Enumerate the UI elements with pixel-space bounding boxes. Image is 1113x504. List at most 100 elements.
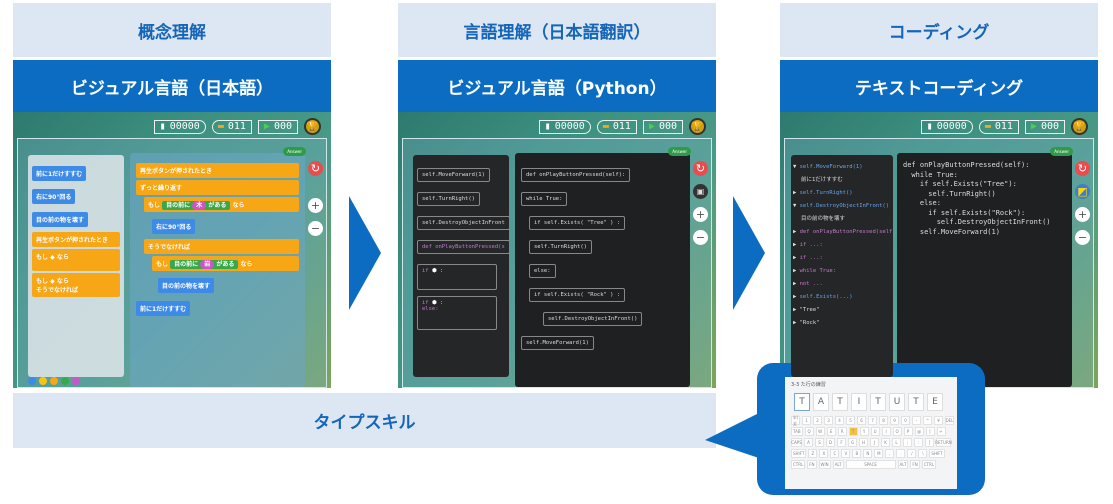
play-icon: ▶ — [1030, 121, 1037, 132]
battery-icon: ▮ — [159, 121, 166, 132]
trophy-icon[interactable]: 🏆 — [304, 118, 321, 135]
python-icon[interactable]: ◩ — [1075, 184, 1090, 199]
loop-block[interactable]: ずっと繰り返す — [136, 180, 299, 195]
tree-item[interactable]: ▶ not ... — [793, 281, 823, 287]
block-if-else[interactable]: if ⬢ :else: — [417, 296, 497, 330]
trophy-icon[interactable]: 🏆 — [689, 118, 706, 135]
code-editor[interactable]: def onPlayButtonPressed(self): while Tru… — [897, 153, 1072, 387]
key: / — [907, 449, 917, 458]
forward-block[interactable]: self.MoveForward(1) — [521, 336, 594, 350]
tree-item[interactable]: ▶ if ...: — [793, 242, 823, 248]
key: ¥ — [934, 416, 943, 425]
block-if[interactable]: if ⬢ : — [417, 264, 497, 290]
reset-icon[interactable]: ↻ — [308, 161, 323, 176]
workspace[interactable]: 再生ボタンが押されたとき ずっと繰り返す もし 目の前に 木 がある なら 右に… — [130, 153, 305, 387]
block-palette[interactable]: 前に1だけすすむ 右に90°回る 目の前の物を壊す 再生ボタンが押されたとき も… — [28, 155, 124, 377]
dot[interactable] — [61, 377, 69, 385]
game-screenshot: ▮00000 ▬011 ▶000 🏆 def onPlayButtonPress… — [780, 112, 1098, 388]
key: ] — [925, 438, 934, 447]
block-turn-right[interactable]: self.TurnRight() — [417, 192, 480, 206]
tree-item[interactable]: ▶ self.Exists(...) — [793, 294, 853, 300]
key: 8 — [879, 416, 888, 425]
reference-tree[interactable]: ▼ self.MoveForward(1) 前に1だけすすむ ▶ self.Tu… — [791, 155, 893, 377]
answer-button[interactable]: Answer — [1050, 147, 1073, 156]
key: FN — [807, 460, 817, 469]
dot[interactable] — [28, 377, 36, 385]
tree-item[interactable]: ▶ def onPlayButtonPressed(self — [793, 229, 893, 235]
tree-item[interactable]: ▶ self.TurnRight() — [793, 190, 853, 196]
tree-desc: 目の前の物を壊す — [801, 216, 846, 222]
tree-item[interactable]: ▶ while True: — [793, 268, 837, 274]
block-turn-right[interactable]: 右に90°回る — [32, 189, 76, 204]
zoom-in-icon[interactable]: + — [693, 207, 708, 222]
if-block-2[interactable]: もし 目の前に 岩 がある なら — [152, 256, 299, 271]
key: P — [903, 427, 913, 436]
letter-tile: U — [889, 393, 905, 411]
arrow-right-icon — [733, 196, 765, 310]
answer-button[interactable]: Answer — [668, 147, 691, 156]
block-if-else[interactable]: もし ◆ ならそうでなければ — [32, 273, 120, 297]
tree-item[interactable]: ▶ "Tree" — [793, 307, 820, 313]
key: T — [848, 427, 858, 436]
if-block-2[interactable]: if self.Exists( "Rock" ) : — [529, 288, 626, 302]
block-if[interactable]: もし ◆ なら — [32, 249, 120, 271]
block-def[interactable]: def onPlayButtonPressed(s — [417, 240, 509, 254]
dot[interactable] — [72, 377, 80, 385]
block-destroy[interactable]: 目の前の物を壊す — [32, 212, 89, 227]
forward-block[interactable]: 前に1だけすすむ — [136, 301, 191, 316]
editor-frame: def onPlayButtonPressed(self): while Tru… — [784, 138, 1094, 388]
tree-item[interactable]: ▼ self.MoveForward(1) — [793, 164, 863, 170]
play-counter: ▶000 — [642, 119, 683, 134]
key: J — [870, 438, 879, 447]
key: 7 — [868, 416, 877, 425]
key: 1 — [802, 416, 811, 425]
key: CAPS — [791, 438, 802, 447]
key: D — [826, 438, 835, 447]
zoom-out-icon[interactable]: − — [308, 221, 323, 236]
tree-item[interactable]: ▶ if ...: — [793, 255, 823, 261]
editor-frame: self.MoveForward(1) self.TurnRight() sel… — [402, 138, 712, 388]
tree-item[interactable]: ▼ self.DestroyObjectInFront() — [793, 203, 890, 209]
blocks-icon: ▬ — [217, 121, 224, 132]
column-title: ビジュアル言語（日本語） — [13, 60, 331, 112]
block-event[interactable]: 再生ボタンが押されたとき — [32, 232, 120, 247]
def-block[interactable]: def onPlayButtonPressed(self): — [521, 168, 631, 182]
zoom-out-icon[interactable]: − — [693, 230, 708, 245]
answer-button[interactable]: Answer — [283, 147, 306, 156]
editor-frame: 前に1だけすすむ 右に90°回る 目の前の物を壊す 再生ボタンが押されたとき も… — [17, 138, 327, 388]
key: G — [848, 438, 857, 447]
play-icon: ▶ — [648, 121, 655, 132]
if-block[interactable]: もし 目の前に 木 がある なら — [144, 197, 299, 212]
code-text[interactable]: def onPlayButtonPressed(self): while Tru… — [903, 161, 1051, 236]
else-label: そうでなければ — [144, 239, 299, 254]
key: ; — [903, 438, 912, 447]
view-toggle-icon[interactable]: ▣ — [693, 184, 708, 199]
key: H — [859, 438, 868, 447]
letter-tile: T — [832, 393, 848, 411]
reset-icon[interactable]: ↻ — [693, 161, 708, 176]
turn-block[interactable]: self.TurnRight() — [529, 240, 592, 254]
reset-icon[interactable]: ↻ — [1075, 161, 1090, 176]
key: [ — [925, 427, 935, 436]
battery-counter: ▮00000 — [153, 119, 206, 134]
event-block[interactable]: 再生ボタンが押されたとき — [136, 163, 299, 178]
block-move-forward[interactable]: self.MoveForward(1) — [417, 168, 490, 182]
trophy-icon[interactable]: 🏆 — [1071, 118, 1088, 135]
destroy-block[interactable]: self.DestroyObjectInFront() — [543, 312, 643, 326]
workspace[interactable]: def onPlayButtonPressed(self): while Tru… — [515, 153, 690, 387]
zoom-in-icon[interactable]: + — [1075, 207, 1090, 222]
zoom-in-icon[interactable]: + — [308, 198, 323, 213]
turn-block[interactable]: 右に90°回る — [152, 219, 196, 234]
if-block[interactable]: if self.Exists( "Tree" ) : — [529, 216, 626, 230]
dot[interactable] — [50, 377, 58, 385]
block-palette[interactable]: self.MoveForward(1) self.TurnRight() sel… — [413, 155, 509, 377]
destroy-block[interactable]: 目の前の物を壊す — [158, 278, 215, 293]
block-destroy[interactable]: self.DestroyObjectInFront — [417, 216, 509, 230]
zoom-out-icon[interactable]: − — [1075, 230, 1090, 245]
tree-item[interactable]: ▶ "Rock" — [793, 320, 820, 326]
while-block[interactable]: while True: — [521, 192, 568, 206]
dot[interactable] — [39, 377, 47, 385]
block-move-forward[interactable]: 前に1だけすすむ — [32, 166, 87, 181]
